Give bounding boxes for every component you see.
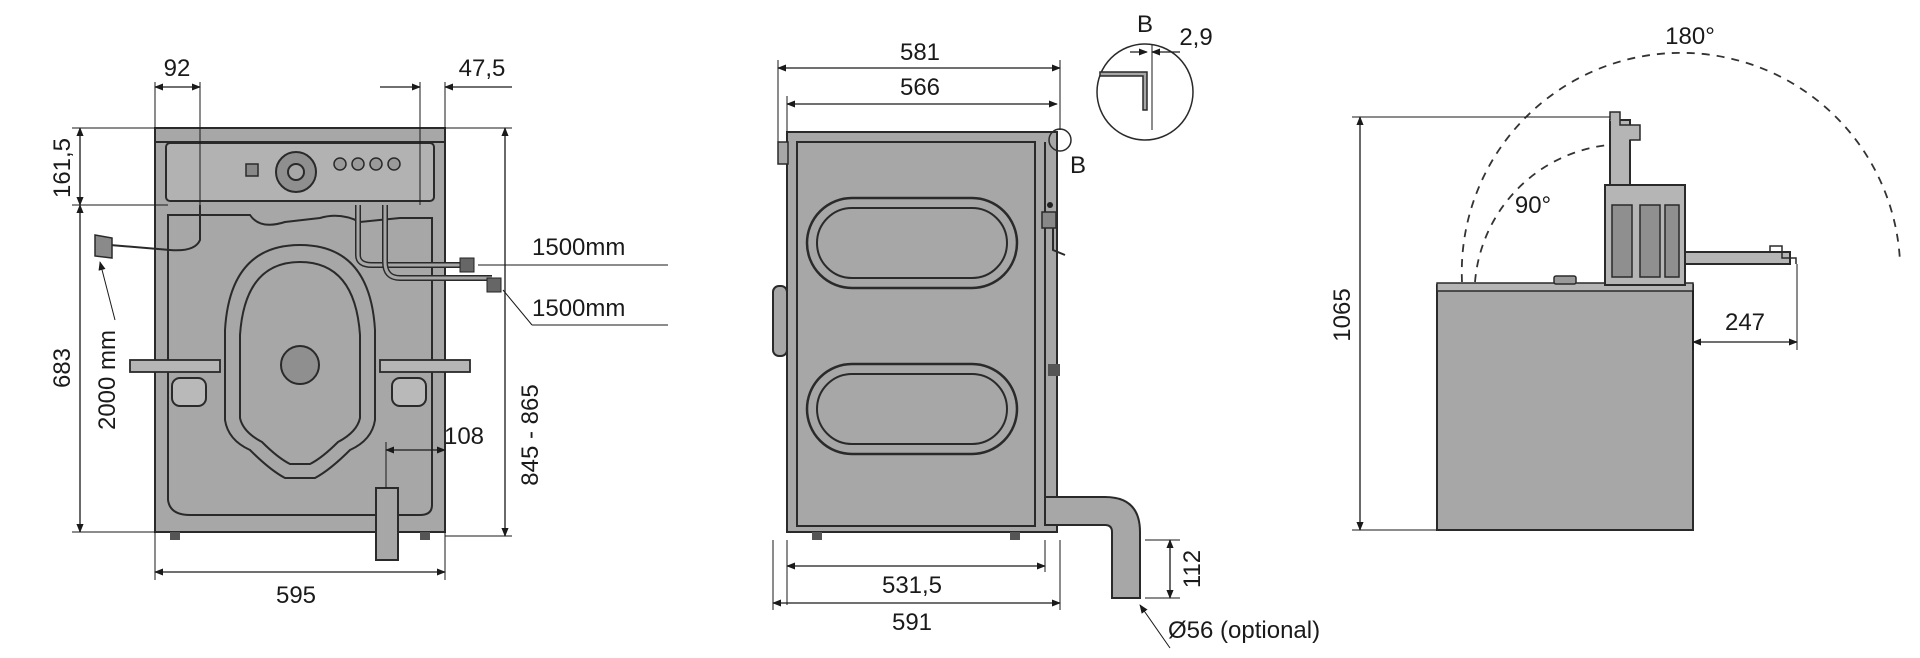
drum-inner-outline <box>239 260 361 465</box>
transport-bracket-right <box>379 359 471 373</box>
side-drain-connector-icon <box>1048 364 1060 376</box>
panel-button-2-icon <box>351 157 365 171</box>
arc-180 <box>1460 51 1901 283</box>
foot-pad-right <box>391 377 427 407</box>
hose-connector-lower-icon <box>486 277 502 293</box>
dim-112-label: 112 <box>1179 550 1206 588</box>
dim-531-label: 531,5 <box>882 572 942 599</box>
side-stamp-upper-inner <box>816 207 1008 279</box>
drain-pipe-back <box>375 487 399 561</box>
program-knob-center-icon <box>287 163 305 181</box>
drawer-cup-1 <box>1611 204 1633 278</box>
side-back-edge <box>777 141 789 165</box>
angle-90-label: 90° <box>1515 192 1551 219</box>
panel-button-4-icon <box>387 157 401 171</box>
power-cable <box>109 205 201 252</box>
detail-dim-label: 2,9 <box>1179 24 1212 51</box>
dim-108-label: 108 <box>444 423 484 450</box>
dim-hose-lower-label: 1500mm <box>532 295 625 322</box>
detail-b-label: B <box>1137 11 1153 38</box>
drum-hub-icon <box>280 345 320 385</box>
drum-outline <box>224 243 376 479</box>
side-drain-pipe <box>1044 496 1141 599</box>
back-panel-contour <box>167 214 433 516</box>
drawer-cup-3 <box>1664 204 1680 278</box>
dim-683-label: 683 <box>49 348 76 388</box>
transport-bracket-left <box>129 359 221 373</box>
side-door-handle <box>772 285 788 357</box>
lid-vent-icon <box>1553 275 1577 285</box>
pipe-label: Ø56 (optional) <box>1168 617 1320 644</box>
side-stamp-lower <box>805 362 1019 456</box>
lid-view: 180° 90° 1065 247 <box>1329 23 1901 531</box>
dim-566-label: 566 <box>900 74 940 101</box>
foot-pad-left <box>171 377 207 407</box>
dim-247-label: 247 <box>1725 309 1765 336</box>
panel-button-3-icon <box>369 157 383 171</box>
dim-591-label: 591 <box>892 609 932 636</box>
side-foot-right <box>1010 532 1020 540</box>
dim-1065-label: 1065 <box>1329 288 1356 341</box>
dim-hose-upper-label: 1500mm <box>532 234 625 261</box>
hose-lower-leader <box>502 289 533 326</box>
side-hose-inlet-icon <box>1047 202 1053 208</box>
panel-button-1-icon <box>333 157 347 171</box>
back-view: 92 47,5 161,5 683 2000 mm 1500mm 1500mm … <box>49 55 668 609</box>
drawer-cup-2 <box>1639 204 1661 278</box>
power-plug-icon <box>94 234 113 259</box>
detail-b-profile <box>1099 71 1148 111</box>
detail-b-marker: B <box>1070 152 1086 179</box>
dim-161-label: 161,5 <box>49 138 76 198</box>
side-cable <box>1052 228 1066 256</box>
back-foot-right <box>420 532 430 540</box>
back-top-panel <box>154 127 446 143</box>
lid-cabinet <box>1436 284 1694 531</box>
dim-width-label: 595 <box>276 582 316 609</box>
dim-height-label: 845 - 865 <box>517 384 544 485</box>
side-view: B B 2,9 581 566 531,5 591 112 Ø56 (optio… <box>772 11 1320 649</box>
pipe-leader <box>1139 604 1171 649</box>
dim-581-label: 581 <box>900 39 940 66</box>
panel-lock-icon <box>245 163 259 177</box>
dim-47-label: 47,5 <box>459 55 506 82</box>
dim-92-label: 92 <box>164 55 191 82</box>
cable-leader <box>98 261 116 321</box>
side-stamp-upper <box>805 196 1019 290</box>
dim-cable-label: 2000 mm <box>94 330 121 430</box>
lid-hinge-top <box>1609 111 1641 141</box>
inlet-hose-lower-fill <box>383 205 492 280</box>
side-foot-left <box>812 532 822 540</box>
hose-connector-upper-icon <box>459 257 475 273</box>
lid-open-horizontal <box>1684 251 1791 265</box>
lid-hinge-end <box>1769 245 1797 264</box>
inlet-hose-upper-fill <box>356 205 460 267</box>
side-panel-inset <box>796 141 1036 527</box>
back-foot-left <box>170 532 180 540</box>
side-hose-connector-icon <box>1041 211 1057 229</box>
angle-180-label: 180° <box>1665 23 1715 50</box>
side-stamp-lower-inner <box>816 373 1008 445</box>
